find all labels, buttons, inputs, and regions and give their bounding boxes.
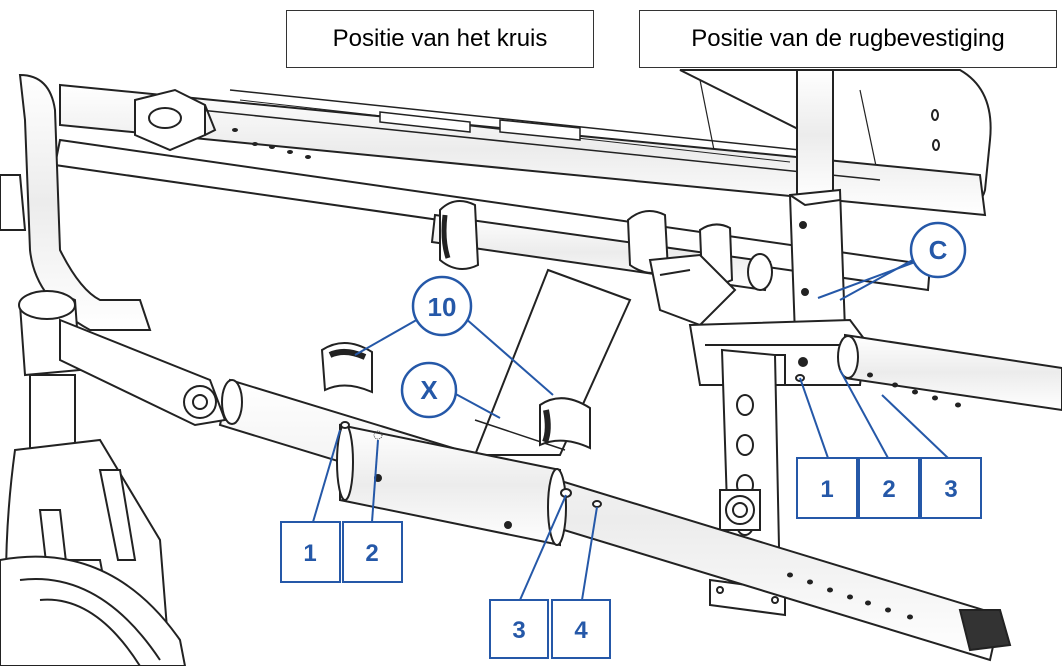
callout-x-label: X (420, 375, 438, 405)
caster-wheel (0, 555, 187, 667)
callout-10: 10 (411, 275, 473, 337)
left-position-1: 1 (280, 521, 341, 583)
crotch-position-header: Positie van het kruis (286, 10, 594, 68)
callout-c-label: C (929, 235, 948, 265)
callout-x: X (400, 361, 458, 419)
left-position-1-label: 1 (303, 540, 316, 567)
right-position-3-label: 3 (944, 476, 957, 503)
callout-c: C (909, 221, 967, 279)
lower-tube-end-cap (958, 609, 1012, 652)
back-post (788, 69, 847, 340)
left-position-2-label: 2 (365, 540, 378, 567)
right-position-2-label: 2 (882, 476, 895, 503)
left-frame (0, 73, 152, 331)
right-tube-holes (867, 372, 961, 408)
right-position-1: 1 (796, 457, 858, 519)
upper-rail-holes (232, 128, 311, 159)
right-position-3: 3 (920, 457, 982, 519)
center-position-3: 3 (489, 599, 549, 659)
lower-tube-holes (787, 572, 913, 620)
sleeve-holes (340, 421, 602, 508)
top-left-clamp (134, 88, 217, 152)
crotch-mount-sleeve (336, 423, 567, 547)
center-position-4: 4 (551, 599, 611, 659)
upper-clips (439, 200, 737, 327)
center-position-4-label: 4 (574, 617, 588, 644)
right-side-tube (837, 333, 1062, 412)
left-position-2: 2 (342, 521, 403, 583)
leader-lines (312, 255, 949, 601)
crotch-strap (473, 268, 632, 456)
callout-10-label: 10 (428, 292, 457, 322)
right-position-1-label: 1 (820, 476, 833, 503)
center-position-3-label: 3 (512, 617, 525, 644)
right-position-2: 2 (858, 457, 920, 519)
back-mount-position-header: Positie van de rugbevestiging (639, 10, 1057, 68)
loose-clip-left (320, 342, 373, 394)
loose-clip-right (539, 397, 591, 450)
